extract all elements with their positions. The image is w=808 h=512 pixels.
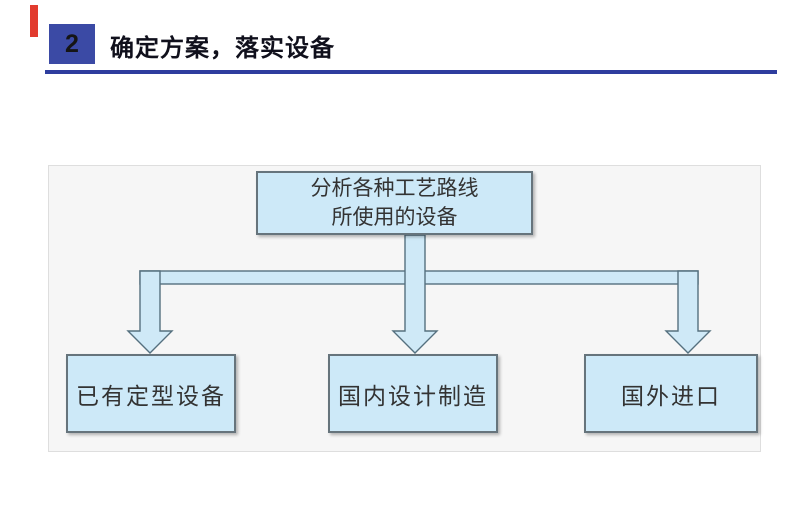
title-underline xyxy=(45,70,777,74)
red-accent-bar xyxy=(30,5,38,37)
down-arrow-center xyxy=(391,234,439,354)
diagram-panel: 分析各种工艺路线 所使用的设备 已有定型设备 国内设计制造 国外进口 xyxy=(48,165,761,452)
section-number: 2 xyxy=(65,29,79,58)
section-number-badge: 2 xyxy=(49,24,95,64)
down-arrow-left xyxy=(126,270,174,354)
page-title: 确定方案，落实设备 xyxy=(110,35,335,62)
down-arrow-right xyxy=(664,270,712,354)
leaf-box-existing-equipment: 已有定型设备 xyxy=(66,354,236,433)
root-box: 分析各种工艺路线 所使用的设备 xyxy=(256,171,533,235)
leaf-box-foreign-import: 国外进口 xyxy=(584,354,758,433)
connector-arrows xyxy=(126,234,712,354)
leaf-box-domestic-design: 国内设计制造 xyxy=(328,354,498,433)
